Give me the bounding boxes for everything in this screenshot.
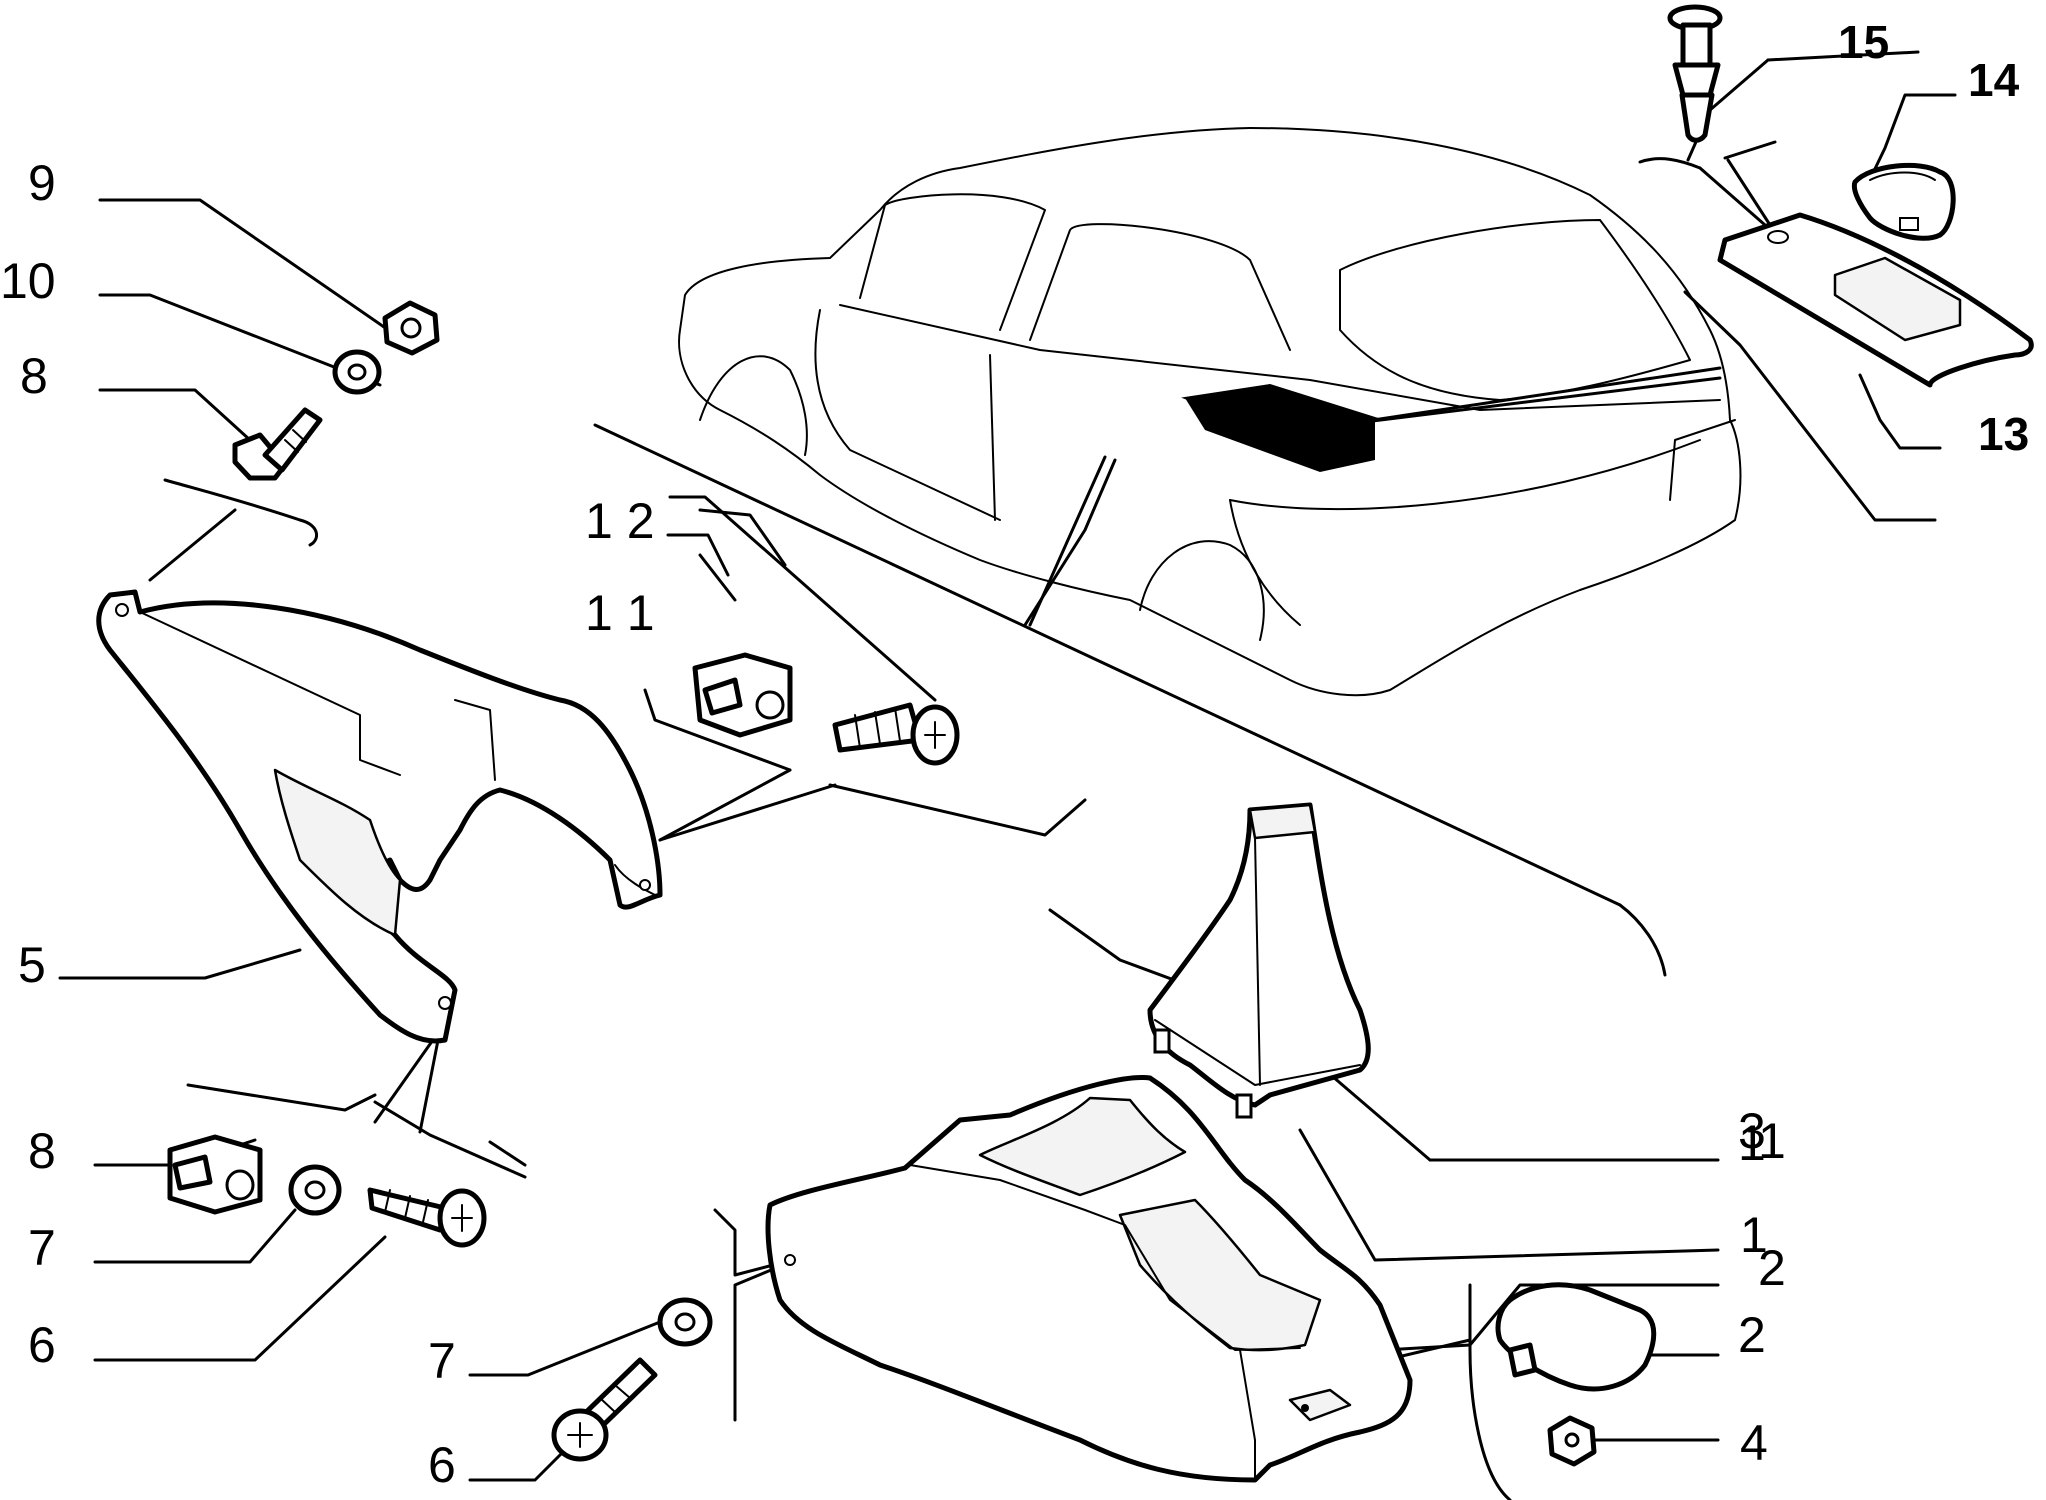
part-5-shroud: [96, 589, 663, 1044]
label-1: 1: [1738, 1115, 1766, 1171]
part-12-screw: [832, 702, 960, 766]
right-label-1-v: 1: [1740, 1207, 1768, 1263]
part-8-clip-top: [232, 407, 323, 481]
part-11-clip: [692, 652, 793, 738]
car-body-outline: [678, 127, 1742, 697]
callout-labels: 1 2: [1758, 1113, 1786, 1296]
part-6-screw-left: [367, 1187, 487, 1248]
part-4-nut: [1547, 1415, 1597, 1467]
callout-3-final: 3: [1738, 1103, 1766, 1159]
part-7-washer-left: [288, 1164, 342, 1216]
label-8-top: 8: [20, 348, 48, 404]
part-9-nut: [382, 300, 440, 356]
label-9: 9: [28, 155, 56, 211]
part-1-console: [765, 1075, 1413, 1483]
label-11: 1 1: [585, 585, 655, 641]
label-6-center: 6: [428, 1437, 456, 1493]
label-6-left: 6: [28, 1317, 56, 1373]
part-14-clip: [1851, 162, 1956, 241]
part-7-washer-center: [657, 1297, 713, 1347]
label-8-bottom: 8: [28, 1123, 56, 1179]
right-label-4: 4: [1740, 1415, 1768, 1471]
part-15-push-pin: [1667, 4, 1723, 143]
part-13-tray: [1717, 212, 2034, 388]
label-2: 2: [1738, 1307, 1766, 1363]
leader-lines: [58, 50, 1957, 1500]
label-7-center: 7: [428, 1333, 456, 1389]
callout-2: 2: [1758, 1240, 1786, 1296]
callout-1: 1: [1758, 1113, 1786, 1169]
part-6-screw-center: [551, 1357, 658, 1462]
label-5: 5: [18, 937, 46, 993]
label-7-left: 7: [28, 1220, 56, 1276]
label-10: 10: [0, 253, 56, 309]
part-8-clip-bottom: [167, 1134, 263, 1215]
label-13: 13: [1978, 408, 2029, 460]
label-12: 1 2: [585, 493, 655, 549]
part-3-gear-boot: [1147, 802, 1371, 1119]
part-2-cover: [1495, 1282, 1657, 1392]
label-14: 14: [1968, 54, 2020, 106]
part-10-washer: [332, 349, 382, 395]
label-15: 15: [1838, 16, 1889, 68]
